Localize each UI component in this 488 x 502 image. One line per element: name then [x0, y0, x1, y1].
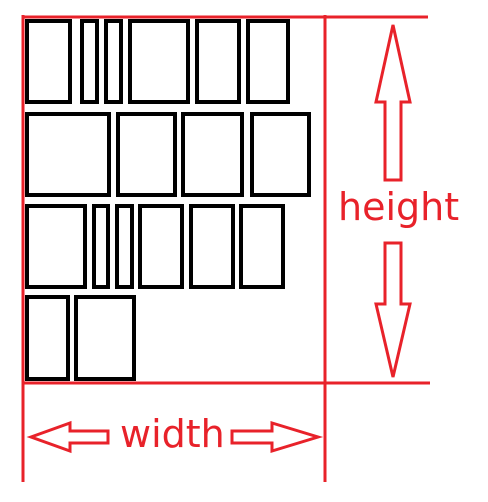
arrow-up-icon — [374, 24, 412, 182]
height-arrows — [374, 24, 412, 378]
arrow-left-icon — [26, 420, 110, 454]
boundary-lines — [21, 15, 430, 482]
box — [239, 204, 285, 289]
box — [250, 112, 311, 197]
box — [138, 204, 184, 289]
box — [25, 204, 87, 289]
box — [25, 19, 72, 104]
box — [195, 19, 241, 104]
width-arrows — [26, 420, 324, 454]
box — [246, 19, 290, 104]
box — [104, 19, 123, 104]
box — [25, 295, 70, 381]
box — [25, 112, 111, 197]
box — [92, 204, 110, 289]
arrow-right-icon — [230, 420, 324, 454]
box — [181, 112, 244, 197]
box — [74, 295, 136, 381]
height-label: height — [338, 185, 459, 229]
box — [80, 19, 99, 104]
arrow-down-icon — [374, 241, 412, 378]
box — [116, 112, 177, 197]
box — [128, 19, 190, 104]
packed-boxes — [25, 19, 311, 381]
width-label: width — [120, 412, 225, 456]
box — [115, 204, 134, 289]
box — [189, 204, 235, 289]
